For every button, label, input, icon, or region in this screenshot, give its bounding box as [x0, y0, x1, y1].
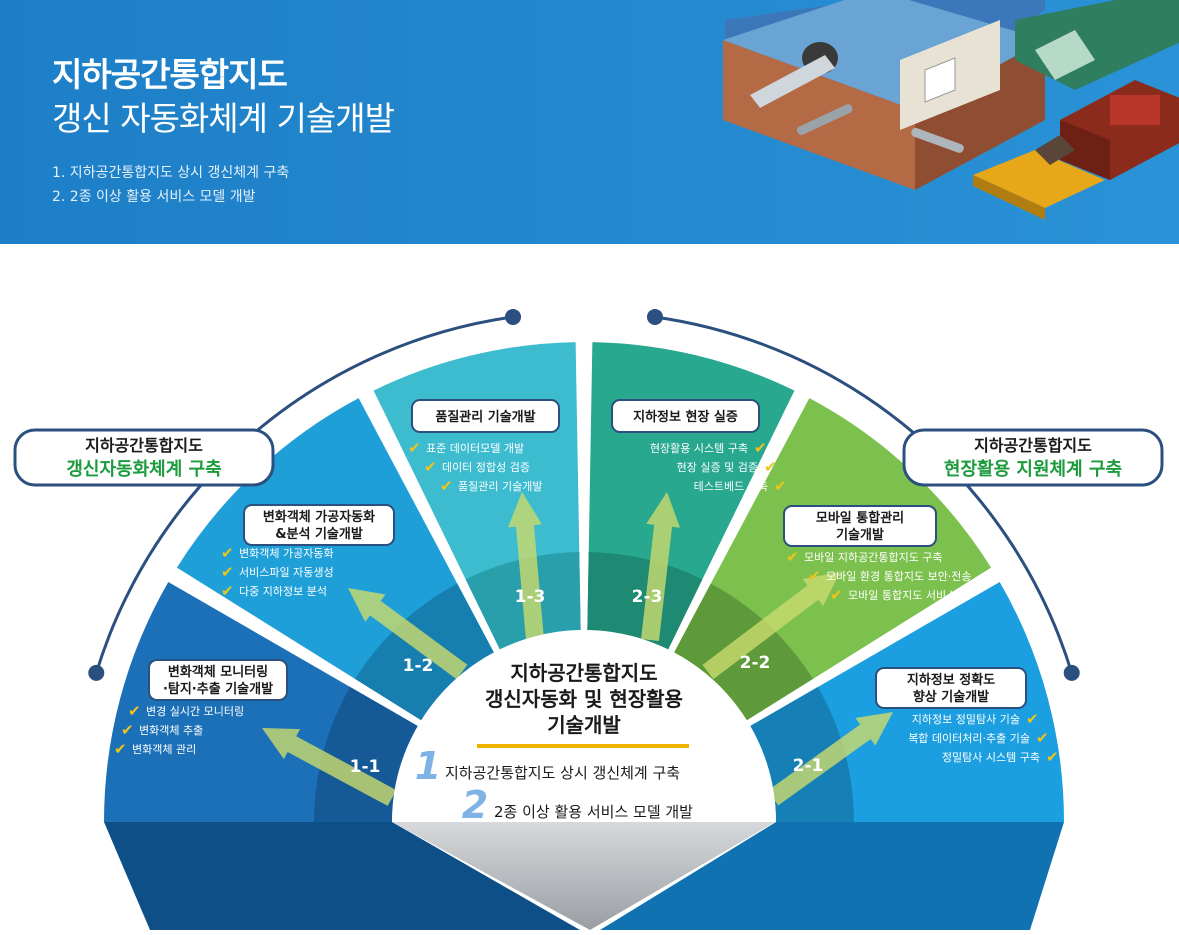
- check-icon: ✔: [221, 544, 234, 562]
- segment-item-2-2: 모바일 통합지도 서비스: [848, 588, 956, 602]
- arrow-2-3-icon: [641, 492, 681, 642]
- base-band-right: [600, 822, 1064, 930]
- segment-item-1-2: 다중 지하정보 분석: [239, 584, 327, 598]
- segment-item-2-2: 모바일 지하공간통합지도 구축: [804, 550, 943, 564]
- segment-inner-2-3: [587, 552, 703, 650]
- segment-box-1-1: [148, 659, 288, 701]
- check-icon: ✔: [221, 582, 234, 600]
- segment-item-2-1: 정밀탐사 시스템 구축: [942, 751, 1040, 764]
- check-icon: ✔: [774, 477, 787, 495]
- segment-title-2-3: 지하정보 현장 실증: [633, 409, 738, 425]
- segment-box-2-3: [611, 399, 760, 433]
- segment-title-2-2: 기술개발: [836, 527, 884, 543]
- header-banner: 지하공간통합지도 갱신 자동화체계 기술개발 1. 지하공간통합지도 상시 갱신…: [0, 0, 1179, 244]
- segment-number-2-1: 2-1: [793, 756, 824, 776]
- segment-number-2-2: 2-2: [740, 653, 771, 673]
- fan-diagram: 1-1 1-2 1-3 2-3 2-2 2-1 지하공간통합지도 갱신자동화 및 현장활용…: [13, 308, 1164, 930]
- segment-title-1-2: &분석 기술개발: [275, 526, 363, 542]
- segment-item-1-2: 서비스파일 자동생성: [239, 565, 334, 579]
- outer-arc-left-dot-end: [505, 308, 522, 325]
- center-divider: [477, 744, 689, 748]
- outer-arc-right-dot-start: [646, 308, 663, 325]
- arrow-1-2-icon: [348, 588, 468, 680]
- check-icon: ✔: [830, 586, 843, 604]
- segment-number-2-3: 2-3: [632, 587, 663, 607]
- side-label-left-line2: 갱신자동화체계 구축: [66, 459, 221, 480]
- center-item-1-number: 1: [415, 744, 441, 788]
- segment-title-1-1: 변화객체 모니터링: [168, 664, 268, 680]
- segment-number-1-1: 1-1: [350, 757, 381, 777]
- side-label-right-line1: 지하공간통합지도: [974, 436, 1092, 455]
- segment-item-2-3: 현장 실증 및 검증: [677, 461, 758, 474]
- segment-item-2-1: 복합 데이터처리·추출 기술: [908, 732, 1030, 745]
- check-icon: ✔: [1026, 710, 1039, 728]
- check-icon: ✔: [424, 458, 437, 476]
- base-band-left: [104, 822, 580, 930]
- banner-title-line2: 갱신 자동화체계 기술개발: [52, 99, 395, 138]
- segment-item-1-1: 변화객체 추출: [139, 724, 203, 737]
- segment-item-2-3: 테스트베드 구축: [694, 480, 768, 493]
- base-funnel: [392, 822, 775, 930]
- segment-title-2-1: 지하정보 정확도: [907, 672, 995, 688]
- check-icon: ✔: [764, 458, 777, 476]
- outer-arc-left-dot-start: [88, 664, 105, 681]
- center-hub: [392, 630, 776, 822]
- arrow-2-2-icon: [702, 572, 840, 680]
- segment-box-1-3: [411, 399, 560, 433]
- center-item-2-text: 2종 이상 활용 서비스 모델 개발: [494, 803, 693, 821]
- segment-box-2-1: [875, 667, 1027, 709]
- segment-box-2-2: [783, 505, 937, 547]
- side-label-right-line2: 현장활용 지원체계 구축: [944, 459, 1122, 480]
- segment-number-1-2: 1-2: [403, 656, 434, 676]
- side-label-left-line1: 지하공간통합지도: [85, 436, 203, 455]
- segment-title-1-1: ·탐지·추출 기술개발: [163, 681, 273, 697]
- segment-title-1-3: 품질관리 기술개발: [435, 409, 535, 425]
- segment-item-2-1: 지하정보 정밀탐사 기술: [912, 712, 1020, 726]
- segment-title-2-2: 모바일 통합관리: [816, 510, 904, 526]
- center-title-line3: 기술개발: [547, 713, 621, 737]
- segment-title-1-2: 변화객체 가공자동화: [263, 509, 375, 525]
- check-icon: ✔: [128, 702, 141, 720]
- check-icon: ✔: [221, 563, 234, 581]
- check-icon: ✔: [408, 439, 421, 457]
- check-icon: ✔: [754, 439, 767, 457]
- side-label-right: 지하공간통합지도 현장활용 지원체계 구축: [902, 428, 1164, 487]
- arrow-1-3-icon: [508, 492, 544, 641]
- check-icon: ✔: [114, 740, 127, 758]
- segment-item-2-3: 현장활용 시스템 구축: [650, 441, 748, 455]
- check-icon: ✔: [121, 721, 134, 739]
- segment-number-1-3: 1-3: [515, 587, 546, 607]
- segment-item-2-2: 모바일 환경 통합지도 보안·전송: [826, 569, 972, 583]
- outer-arc-right-dot-end: [1063, 664, 1080, 681]
- segment-item-1-3: 품질관리 기술개발: [458, 480, 542, 493]
- center-title-line1: 지하공간통합지도: [510, 661, 657, 685]
- center-item-2-number: 2: [462, 783, 488, 827]
- check-icon: ✔: [808, 567, 821, 585]
- check-icon: ✔: [440, 477, 453, 495]
- boxes-layer: 변화객체 모니터링·탐지·추출 기술개발 ✔ 변경 실시간 모니터링 ✔ 변화객체 추출…: [114, 399, 1059, 766]
- segment-title-2-1: 향상 기술개발: [913, 689, 989, 705]
- segment-box-1-2: [243, 504, 395, 546]
- side-label-left: 지하공간통합지도 갱신자동화체계 구축: [13, 428, 275, 487]
- check-icon: ✔: [786, 548, 799, 566]
- segment-item-1-1: 변경 실시간 모니터링: [146, 705, 244, 718]
- banner-title-line1: 지하공간통합지도: [52, 55, 288, 94]
- arrows-layer: 1-1 1-2 1-3 2-3 2-2 2-1: [262, 492, 893, 806]
- check-icon: ✔: [1036, 729, 1049, 747]
- arrow-1-1-icon: [262, 728, 397, 806]
- segment-item-1-3: 표준 데이터모델 개발: [426, 442, 524, 455]
- banner-subtitle-1: 1. 지하공간통합지도 상시 갱신체계 구축: [52, 165, 290, 181]
- arrow-2-1-icon: [767, 712, 893, 806]
- segment-item-1-1: 변화객체 관리: [132, 743, 196, 756]
- banner-subtitle-2: 2. 2종 이상 활용 서비스 모델 개발: [52, 189, 256, 205]
- center-title-line2: 갱신자동화 및 현장활용: [485, 687, 683, 711]
- segment-item-1-3: 데이터 정합성 검증: [442, 461, 530, 474]
- segment-item-1-2: 변화객체 가공자동화: [239, 547, 334, 560]
- underground-city-illustration: [723, 0, 1179, 220]
- center-item-1-text: 지하공간통합지도 상시 갱신체계 구축: [445, 764, 680, 782]
- check-icon: ✔: [1046, 748, 1059, 766]
